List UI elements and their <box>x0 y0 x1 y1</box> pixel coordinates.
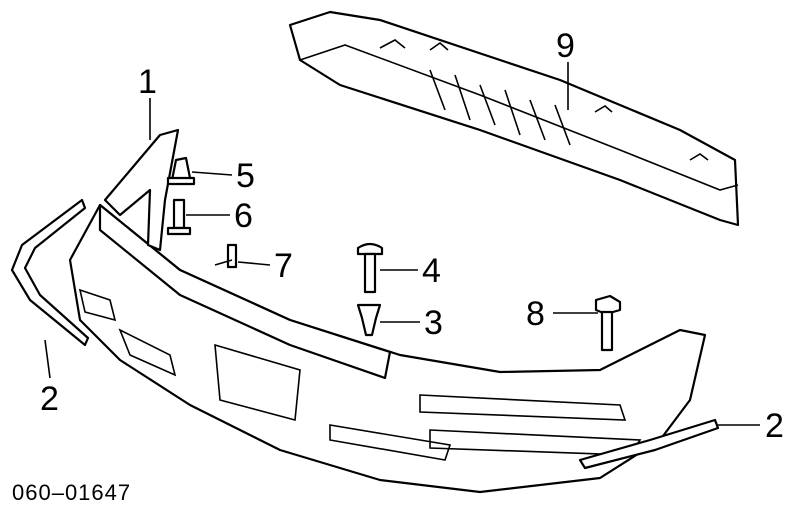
callout-4-label: 4 <box>422 252 441 290</box>
bolt-part <box>356 242 384 294</box>
bracket-part <box>103 128 180 252</box>
callout-2-left-label: 2 <box>40 380 59 418</box>
rivet-part <box>166 198 192 236</box>
push-clip-part <box>356 303 382 337</box>
callout-8-label: 8 <box>526 295 545 333</box>
lower-molding-right-part <box>578 418 720 470</box>
screw-part <box>214 243 238 269</box>
callout-3-label: 3 <box>424 304 443 342</box>
hex-bolt-part <box>594 294 622 352</box>
diagram-code: 060–01647 <box>12 480 131 505</box>
callout-2-right-label: 2 <box>765 407 784 445</box>
bumper-cover-part <box>68 203 707 494</box>
callout-1-label: 1 <box>138 63 157 101</box>
lower-molding-left-part <box>10 198 90 347</box>
callout-9-label: 9 <box>556 27 575 65</box>
callout-5-label: 5 <box>236 157 255 195</box>
energy-absorber-part <box>288 10 740 227</box>
retainer-nut-part <box>166 156 196 186</box>
callout-6-label: 6 <box>234 197 253 235</box>
callout-7-label: 7 <box>274 247 293 285</box>
